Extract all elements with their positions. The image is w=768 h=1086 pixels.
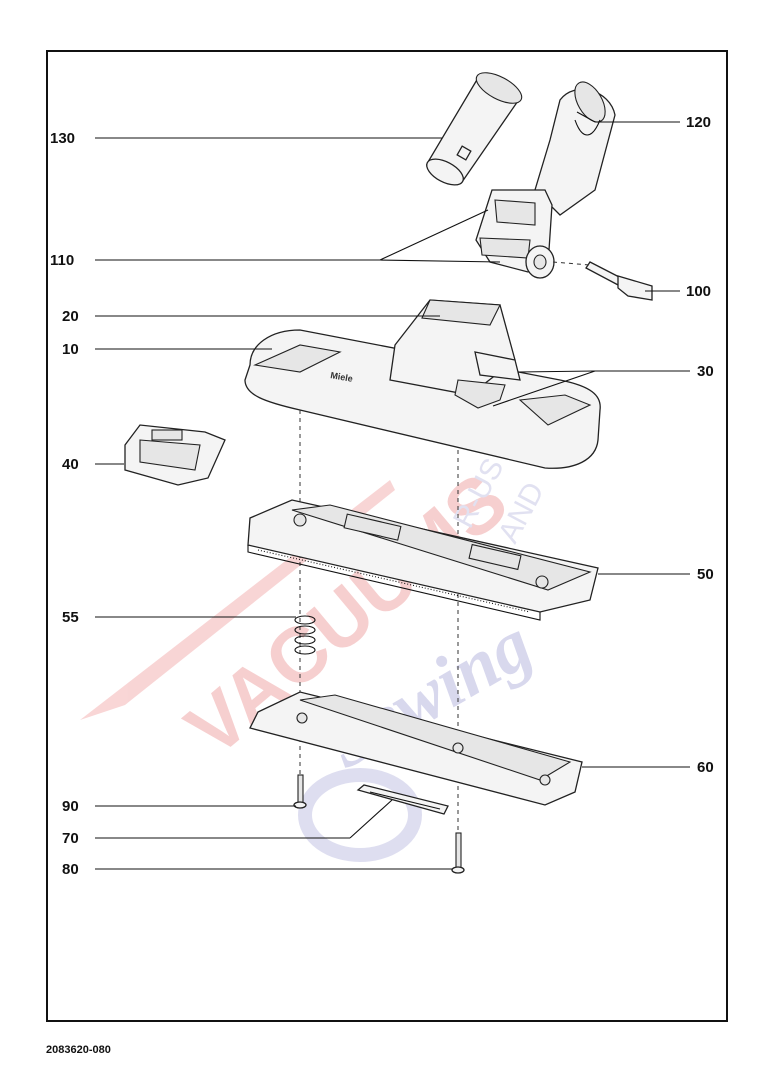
part-50-brush-strip-plate bbox=[247, 499, 599, 621]
leader-lines bbox=[95, 111, 690, 870]
callout-90: 90 bbox=[62, 798, 79, 815]
part-55-spring bbox=[294, 615, 316, 655]
callout-50: 50 bbox=[697, 566, 714, 583]
callout-labels: 130 120 110 100 20 10 30 40 50 55 60 90 … bbox=[50, 114, 714, 878]
part-80-screw-long bbox=[451, 832, 465, 874]
part-30-pedal-switch bbox=[454, 351, 521, 409]
part-130-wand-tube bbox=[426, 72, 523, 186]
part-40-clip-bracket bbox=[124, 424, 226, 486]
callout-60: 60 bbox=[697, 759, 714, 776]
callout-70: 70 bbox=[62, 830, 79, 847]
callout-20: 20 bbox=[62, 308, 79, 325]
callout-40: 40 bbox=[62, 456, 79, 473]
callout-55: 55 bbox=[62, 609, 79, 626]
part-110-neck-joint bbox=[475, 189, 555, 279]
callout-10: 10 bbox=[62, 341, 79, 358]
part-10-nozzle-housing: Miele bbox=[244, 329, 601, 469]
diagram-border bbox=[46, 50, 728, 1022]
part-100-axle-pin bbox=[552, 261, 653, 301]
callout-30: 30 bbox=[697, 363, 714, 380]
brand-mark: Miele bbox=[330, 370, 354, 384]
part-60-sole-plate bbox=[249, 691, 583, 806]
part-90-screw-short bbox=[293, 774, 307, 809]
watermark-loop bbox=[298, 768, 422, 862]
document-number: 2083620-080 bbox=[46, 1044, 111, 1056]
callout-100: 100 bbox=[686, 283, 711, 300]
callout-110: 110 bbox=[50, 252, 74, 269]
part-70-slider-bar bbox=[356, 784, 449, 815]
callout-80: 80 bbox=[62, 861, 79, 878]
part-120-swivel-neck bbox=[534, 81, 616, 216]
callout-130: 130 bbox=[50, 130, 75, 147]
callout-120: 120 bbox=[686, 114, 711, 131]
